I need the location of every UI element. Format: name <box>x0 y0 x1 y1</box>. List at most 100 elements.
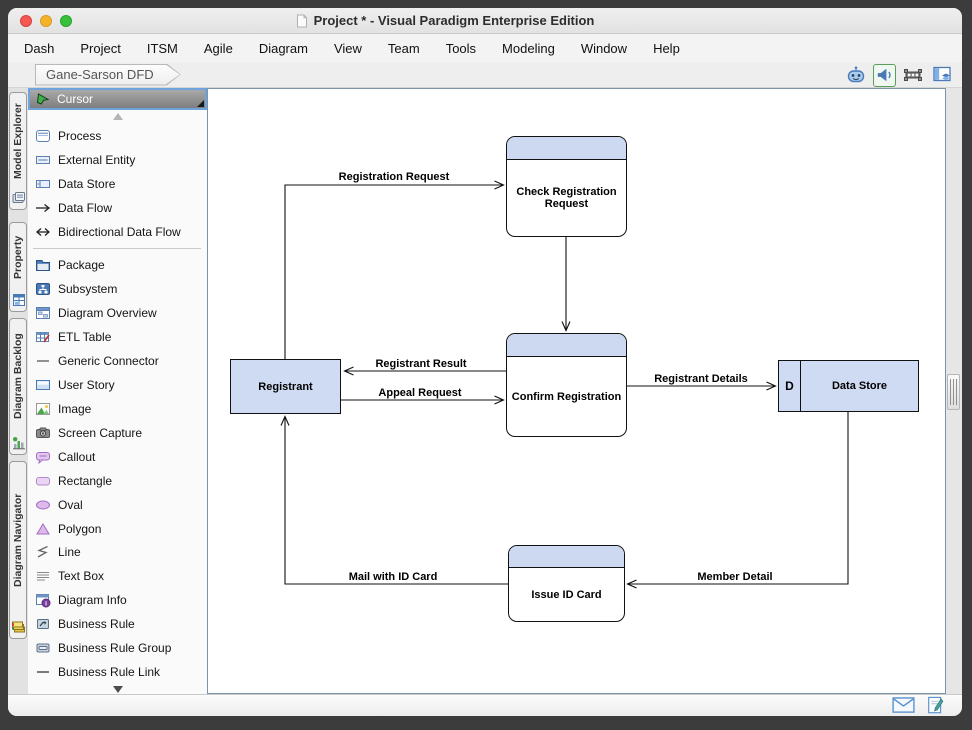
flow-label-registration-request[interactable]: Registration Request <box>338 171 450 183</box>
palette-item-user-story[interactable]: User Story <box>28 373 207 397</box>
palette-item-oval[interactable]: Oval <box>28 493 207 517</box>
palette-item-data-flow[interactable]: Data Flow <box>28 196 207 220</box>
cursor-icon <box>35 91 51 107</box>
menu-diagram[interactable]: Diagram <box>258 40 308 56</box>
polygon-icon <box>35 521 51 537</box>
menu-modeling[interactable]: Modeling <box>502 40 555 56</box>
process-header <box>507 334 626 357</box>
palette-scroll-up[interactable] <box>28 110 207 124</box>
palette-item-package[interactable]: Package <box>28 253 207 277</box>
diagram-backlog-icon <box>11 435 27 451</box>
business-rule-group-icon <box>35 640 51 656</box>
node-registrant[interactable]: Registrant <box>230 359 341 414</box>
flow-label-registrant-details[interactable]: Registrant Details <box>654 373 748 385</box>
node-issue-id-card[interactable]: Issue ID Card <box>508 545 625 622</box>
menu-view[interactable]: View <box>333 40 362 56</box>
presentation-boundary-icon[interactable] <box>901 63 925 87</box>
flow-member-detail[interactable] <box>626 412 849 589</box>
oval-icon <box>35 497 51 513</box>
statusbar <box>8 694 962 716</box>
tool-palette: Cursor Process External Entity Data Stor… <box>28 88 207 694</box>
palette-item-callout[interactable]: Callout <box>28 445 207 469</box>
flow-mail-with-id-card[interactable] <box>280 415 508 585</box>
node-check-registration-request[interactable]: Check Registration Request <box>506 136 627 237</box>
user-story-icon <box>35 377 51 393</box>
diagram-navigator-icon <box>11 619 27 635</box>
flow-label-registrant-result[interactable]: Registrant Result <box>375 358 467 370</box>
diagram-canvas[interactable]: Check Registration Request Confirm Regis… <box>207 88 946 694</box>
business-rule-icon <box>35 616 51 632</box>
palette-item-business-rule-group[interactable]: Business Rule Group <box>28 636 207 660</box>
flow-label-mail-with-id-card[interactable]: Mail with ID Card <box>348 571 438 583</box>
node-confirm-registration[interactable]: Confirm Registration <box>506 333 627 437</box>
callout-icon <box>35 449 51 465</box>
main-area: Model Explorer Property Diagram Backlog … <box>8 88 962 694</box>
palette-item-screen-capture[interactable]: Screen Capture <box>28 421 207 445</box>
palette-item-cursor[interactable]: Cursor <box>28 88 207 110</box>
tab-model-explorer[interactable]: Model Explorer <box>9 92 27 210</box>
titlebar: Project * - Visual Paradigm Enterprise E… <box>8 8 962 34</box>
announcement-icon[interactable] <box>873 63 896 87</box>
palette-item-diagram-overview[interactable]: Diagram Overview <box>28 301 207 325</box>
palette-scroll-down[interactable] <box>28 684 207 694</box>
palette-item-generic-connector[interactable]: Generic Connector <box>28 349 207 373</box>
palette-item-process[interactable]: Process <box>28 124 207 148</box>
menu-project[interactable]: Project <box>80 40 121 56</box>
scroll-up-icon <box>112 113 123 121</box>
image-icon <box>35 401 51 417</box>
data-store-id: D <box>779 361 801 411</box>
palette-item-business-rule-link[interactable]: Business Rule Link <box>28 660 207 684</box>
palette-item-business-rule[interactable]: Business Rule <box>28 612 207 636</box>
etl-table-icon <box>35 329 51 345</box>
palette-item-image[interactable]: Image <box>28 397 207 421</box>
menu-window[interactable]: Window <box>580 40 628 56</box>
minimize-window-button[interactable] <box>40 15 52 27</box>
menu-dash[interactable]: Dash <box>24 40 55 56</box>
menu-itsm[interactable]: ITSM <box>146 40 178 56</box>
menu-help[interactable]: Help <box>653 40 680 56</box>
palette-item-bidirectional-data-flow[interactable]: Bidirectional Data Flow <box>28 220 207 244</box>
tab-diagram-backlog[interactable]: Diagram Backlog <box>9 318 27 455</box>
bot-icon[interactable] <box>844 63 868 87</box>
palette-item-subsystem[interactable]: Subsystem <box>28 277 207 301</box>
palette-item-rectangle[interactable]: Rectangle <box>28 469 207 493</box>
process-header <box>509 546 624 568</box>
menu-team[interactable]: Team <box>387 40 420 56</box>
bidirectional-data-flow-icon <box>35 224 51 240</box>
feedback-icon[interactable] <box>927 696 944 715</box>
application-window: Project * - Visual Paradigm Enterprise E… <box>8 8 962 716</box>
right-gutter <box>946 88 962 694</box>
palette-item-external-entity[interactable]: External Entity <box>28 148 207 172</box>
panel-layout-icon[interactable] <box>930 63 954 87</box>
sidebar-tabstrip: Model Explorer Property Diagram Backlog … <box>8 88 28 694</box>
data-store-icon <box>35 176 51 192</box>
package-icon <box>35 257 51 273</box>
panel-grip-handle[interactable] <box>947 374 960 410</box>
process-header <box>507 137 626 160</box>
mail-icon[interactable] <box>892 697 915 714</box>
tab-property[interactable]: Property <box>9 222 27 312</box>
menu-agile[interactable]: Agile <box>203 40 233 56</box>
screen-capture-icon <box>35 425 51 441</box>
flow-registration-request[interactable] <box>284 180 505 359</box>
palette-item-data-store[interactable]: Data Store <box>28 172 207 196</box>
flow-label-appeal-request[interactable]: Appeal Request <box>378 387 462 399</box>
menu-tools[interactable]: Tools <box>445 40 477 56</box>
property-icon <box>11 292 27 308</box>
palette-item-text-box[interactable]: Text Box <box>28 564 207 588</box>
node-data-store[interactable]: D Data Store <box>778 360 919 412</box>
data-flow-icon <box>35 200 51 216</box>
close-window-button[interactable] <box>20 15 32 27</box>
tab-diagram-navigator[interactable]: Diagram Navigator <box>9 461 27 639</box>
flow-label-member-detail[interactable]: Member Detail <box>697 571 773 583</box>
diagram-overview-icon <box>35 305 51 321</box>
data-flow-lines <box>280 180 849 589</box>
zoom-window-button[interactable] <box>60 15 72 27</box>
palette-item-etl-table[interactable]: ETL Table <box>28 325 207 349</box>
toolbar: Gane-Sarson DFD <box>8 62 962 88</box>
palette-item-line[interactable]: Line <box>28 541 207 565</box>
breadcrumb[interactable]: Gane-Sarson DFD <box>35 64 181 86</box>
palette-separator <box>28 244 207 254</box>
palette-item-polygon[interactable]: Polygon <box>28 517 207 541</box>
